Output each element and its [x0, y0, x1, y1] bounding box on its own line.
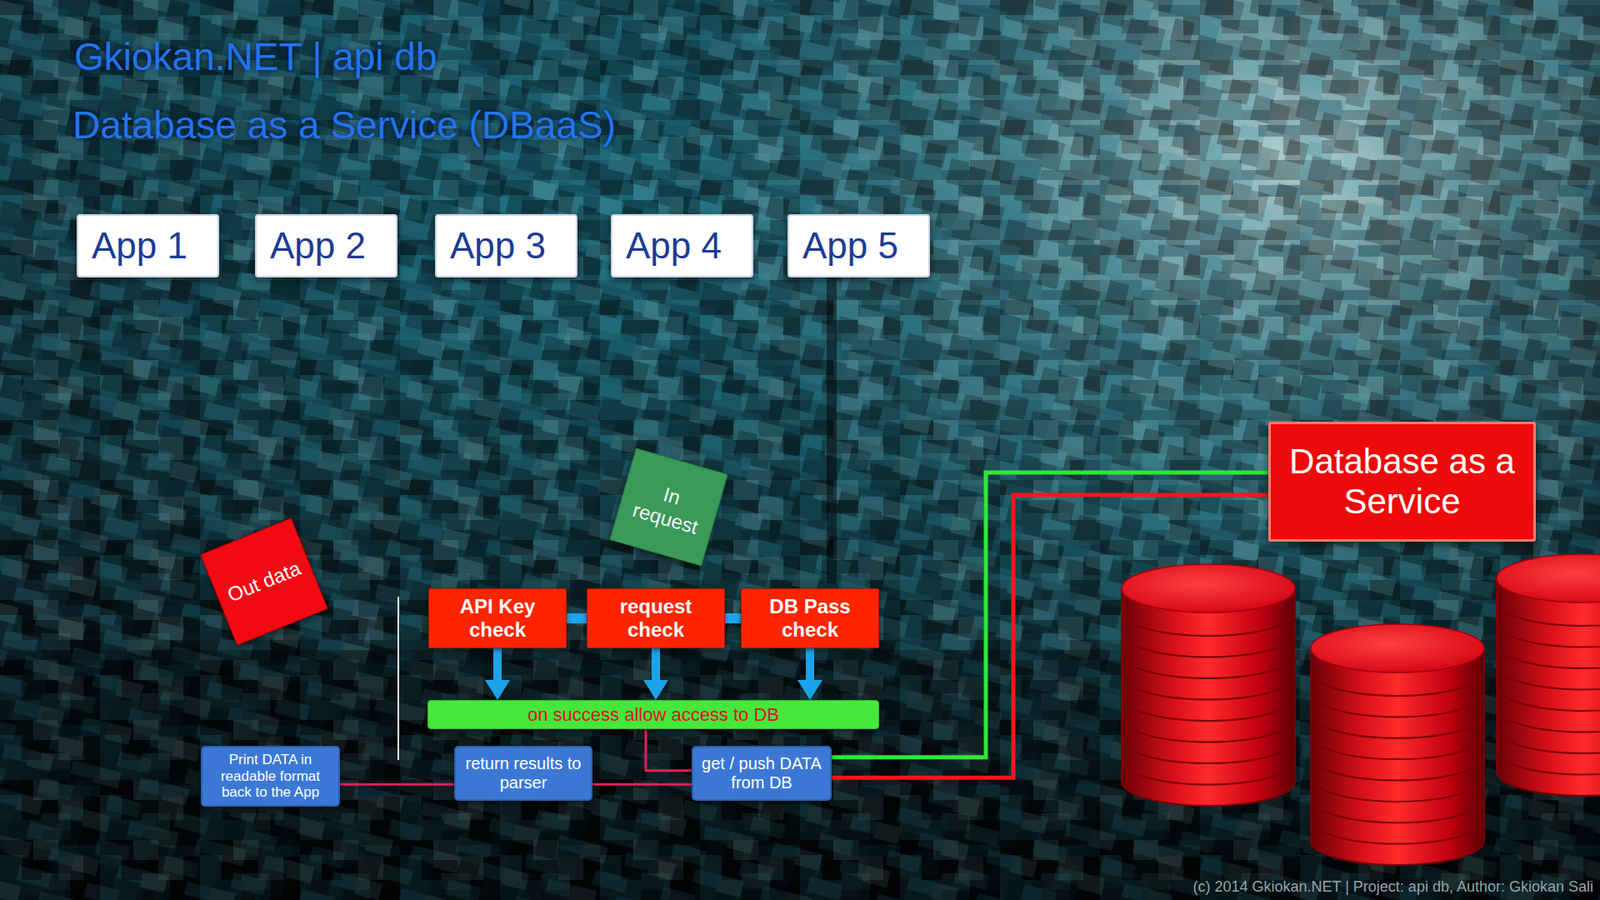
copyright-note: (c) 2014 Gkiokan.NET | Project: api db, … — [1192, 878, 1594, 896]
arrow-head — [797, 680, 823, 700]
app-box: App 5 — [787, 214, 930, 278]
diagram-title: Gkiokan.NET | api db — [74, 35, 438, 80]
check-box-text: DB Pass check — [753, 595, 867, 641]
connector — [643, 648, 669, 700]
process-box: return results to parser — [454, 745, 593, 801]
connector — [831, 472, 1269, 758]
connector-line — [651, 648, 660, 682]
arrow-head — [485, 680, 510, 700]
connector-line — [592, 783, 692, 786]
connector — [725, 618, 741, 620]
connector-line — [805, 648, 815, 682]
output-tag-text: Out data — [222, 555, 305, 608]
database-cylinder — [1496, 554, 1600, 796]
app-box-text: App 5 — [802, 225, 915, 268]
shadow-line — [826, 277, 837, 584]
database-cylinder — [1310, 624, 1485, 865]
app-box: App 1 — [76, 214, 220, 278]
check-box-text: API Key check — [440, 595, 555, 641]
check-box: request check — [586, 588, 725, 649]
connector — [831, 495, 1269, 778]
check-box: API Key check — [428, 588, 567, 649]
service-box: Database as a Service — [1268, 421, 1536, 542]
app-box-text: App 1 — [91, 225, 205, 268]
connector-line — [725, 613, 741, 624]
process-box-text: Print DATA in readable format back to th… — [207, 751, 334, 801]
arrow-head — [643, 680, 669, 700]
app-box: App 2 — [255, 214, 398, 278]
check-box: DB Pass check — [740, 588, 880, 649]
connector — [592, 784, 692, 785]
connector — [645, 729, 692, 771]
connector — [485, 648, 510, 700]
database-cylinder — [1121, 564, 1295, 806]
separator-line — [397, 596, 400, 760]
connector-line — [831, 472, 1269, 758]
app-box-text: App 3 — [450, 225, 563, 268]
database-disk — [1496, 554, 1600, 626]
connector — [566, 618, 587, 620]
connector-line — [566, 613, 587, 624]
request-tag-text: In request — [625, 474, 713, 540]
database-disk — [1310, 624, 1485, 696]
app-box-text: App 4 — [625, 225, 739, 268]
process-box-text: get / push DATA from DB — [698, 754, 825, 793]
app-box-text: App 2 — [270, 225, 383, 268]
check-box-text: request check — [599, 595, 713, 641]
service-box-text: Database as a Service — [1280, 441, 1524, 523]
connector — [797, 648, 823, 700]
connector-line — [645, 729, 692, 771]
connector-line — [831, 495, 1269, 778]
success-bar: on success allow access to DB — [427, 700, 880, 730]
connector-line — [340, 783, 455, 786]
process-box-text: return results to parser — [460, 754, 586, 793]
process-box: get / push DATA from DB — [691, 745, 832, 801]
app-box: App 3 — [435, 214, 578, 278]
subtitle: Database as a Service (DBaaS) — [72, 103, 616, 148]
process-box: Print DATA in readable format back to th… — [200, 745, 340, 807]
app-box: App 4 — [610, 214, 754, 278]
connector — [340, 784, 455, 785]
database-disk — [1121, 564, 1295, 636]
success-bar-text: on success allow access to DB — [436, 704, 870, 725]
connector-line — [493, 648, 502, 682]
